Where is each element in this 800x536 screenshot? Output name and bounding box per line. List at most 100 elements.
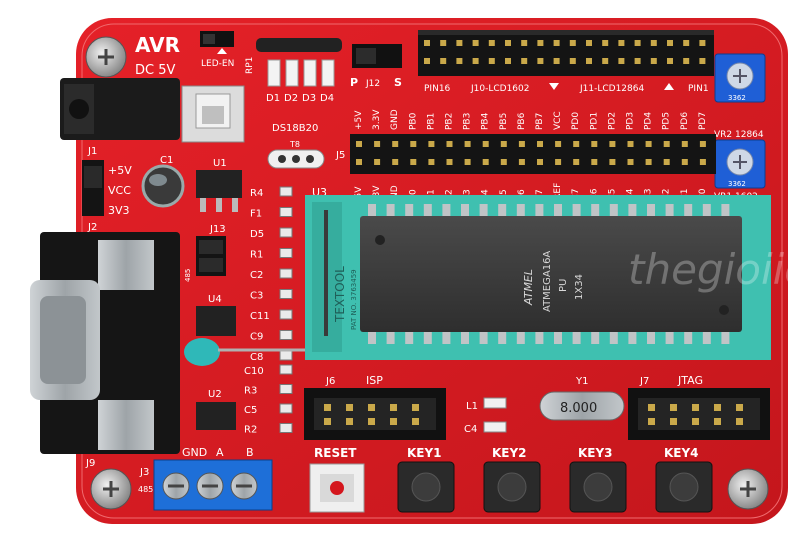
header-pin [670, 404, 677, 411]
rp1-resistor [256, 38, 342, 52]
component-label: C5 [244, 405, 257, 416]
header-pin [412, 404, 419, 411]
header-pin [521, 58, 528, 64]
header-pin-label: PD1 [589, 112, 599, 130]
terminal-block[interactable] [153, 459, 273, 511]
header-pin [521, 40, 528, 46]
capacitor-c1 [141, 164, 185, 208]
header-pin [627, 141, 634, 147]
potentiometer-vr1[interactable] [714, 139, 766, 189]
header-pin [714, 404, 721, 411]
header-pin [634, 40, 641, 46]
header-pin [410, 159, 417, 165]
component-label: C10 [244, 366, 264, 377]
component-label: R4 [250, 188, 263, 199]
j1-j2-jumper[interactable] [82, 160, 104, 216]
component-label: C9 [250, 332, 263, 343]
header-pin [591, 159, 598, 165]
j3-label: J3 [139, 467, 149, 478]
l1-label: L1 [466, 401, 478, 412]
led-label-d2: D2 [284, 93, 298, 104]
j6-label: J6 [325, 376, 335, 387]
j12-jumper[interactable] [352, 44, 402, 68]
header-pin [424, 58, 430, 64]
header-pin-label: +5V [354, 110, 364, 130]
chip-pin [498, 204, 507, 216]
header-pin [609, 141, 616, 147]
dc-jack [60, 78, 180, 140]
header-pin [650, 40, 657, 46]
chip-pin [702, 204, 711, 216]
j10-label: J10-LCD1602 [470, 84, 530, 94]
header-pin [692, 418, 699, 425]
header-pin [618, 40, 625, 46]
chip-pin [498, 332, 507, 344]
chip-pin [368, 204, 376, 216]
header-pin [456, 58, 463, 64]
header-pin [573, 159, 580, 165]
header-pin [428, 141, 435, 147]
potentiometer-vr2[interactable] [714, 53, 766, 103]
isp-header[interactable] [304, 388, 446, 440]
j12-p-label: P [350, 76, 358, 89]
chip-pin [721, 204, 730, 216]
header-pin-label: GND [390, 109, 400, 130]
header-pin [681, 159, 688, 165]
key4-button[interactable] [655, 461, 713, 513]
header-pin [663, 141, 670, 147]
jtag-label: JTAG [677, 374, 703, 387]
chip-pin [665, 332, 674, 344]
key3-button[interactable] [569, 461, 627, 513]
header-pin [488, 40, 495, 46]
j5-header [350, 134, 716, 174]
header-pin [537, 58, 544, 64]
header-pin [648, 404, 655, 411]
header-pin [667, 58, 673, 64]
header-pin [390, 404, 397, 411]
key4-label: KEY4 [664, 446, 699, 460]
smd-part [279, 364, 293, 375]
socket-pat-label: PAT NO. 3763459 [350, 269, 358, 330]
smd-part [279, 248, 293, 258]
header-pin [412, 418, 419, 425]
j13-jumper[interactable] [196, 236, 226, 276]
vr2-label: VR2 12864 [714, 130, 764, 140]
smd-part [279, 350, 293, 361]
header-pin [446, 141, 453, 147]
chip-u2 [196, 402, 236, 430]
power-label: DC 5V [135, 63, 175, 78]
power-switch[interactable] [181, 85, 245, 143]
header-pin [569, 40, 576, 46]
reset-button[interactable] [309, 463, 365, 513]
chip-pin [684, 204, 693, 216]
chip-pin [442, 332, 451, 344]
header-pin [586, 58, 592, 64]
led-en-jumper[interactable] [200, 31, 234, 54]
header-pin [472, 58, 479, 64]
j12-label: J12 [365, 79, 380, 89]
header-pin [410, 141, 417, 147]
header-pin [488, 58, 495, 64]
smd-part [279, 268, 293, 279]
inductor-l1 [483, 397, 507, 409]
header-pin [440, 40, 447, 46]
header-pin [618, 58, 625, 64]
header-pin [456, 40, 463, 46]
header-pin [586, 40, 592, 46]
chip-package-label: PU [558, 279, 569, 292]
smd-part [279, 227, 293, 238]
header-pin [553, 58, 560, 64]
key1-button[interactable] [397, 461, 455, 513]
header-pin [683, 58, 690, 64]
chip-pin [702, 332, 711, 344]
header-pin [681, 141, 688, 147]
crystal-y1 [539, 391, 625, 421]
key2-label: KEY2 [492, 446, 527, 460]
jtag-header[interactable] [628, 388, 770, 440]
header-pin [667, 40, 673, 46]
pin16-label: PIN16 [424, 84, 451, 94]
key2-button[interactable] [483, 461, 541, 513]
header-pin-label: PB0 [408, 112, 418, 130]
chip-pin [423, 204, 432, 216]
